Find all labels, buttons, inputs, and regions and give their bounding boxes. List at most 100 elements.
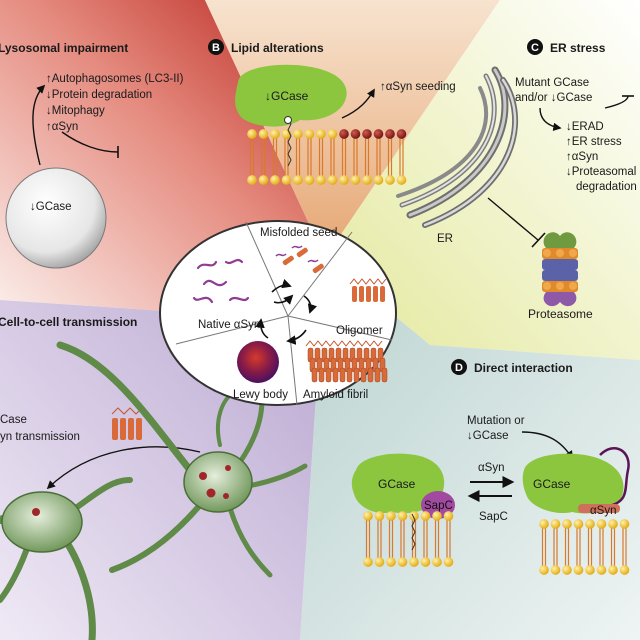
panel-lysosomal-impairment: Lysosomal impairment ↑Autophagosomes (LC… (0, 41, 184, 269)
lipid-head (270, 129, 280, 139)
lipid-head (281, 175, 292, 185)
segment-lewy-body: Lewy body (233, 389, 288, 401)
proteasome-complex (542, 232, 578, 307)
lipid-head (386, 557, 396, 567)
lipid-head (350, 175, 361, 185)
lipid-head (432, 511, 442, 521)
lipid-head (385, 129, 395, 139)
gcase-left-label: GCase (378, 477, 416, 491)
lipid-head (562, 519, 572, 529)
lipid-alterations-background (205, 0, 500, 258)
substrate-d-left (411, 513, 416, 551)
panel-a-line-2: ↓Protein degradation (46, 89, 152, 101)
lipid-head (327, 175, 338, 185)
neuron-donor (56, 341, 308, 578)
lipid-head (350, 129, 361, 139)
lipid-head (316, 129, 326, 139)
panel-cell-transmission: Cell-to-cell transmission Case yn transm… (0, 315, 308, 640)
segment-misfolded-seed: Misfolded seed (260, 227, 337, 239)
panel-er-stress: C ER stress ER Mutant GCase and/or ↓GCas… (396, 39, 637, 321)
panel-c-arrow (539, 107, 562, 132)
lipid-head (363, 511, 373, 521)
badge-c (527, 39, 543, 55)
lipid-head (304, 175, 315, 185)
lipid-head (396, 129, 407, 139)
panel-a-curved-arrow (32, 84, 46, 166)
lipid-head (397, 557, 408, 567)
lipid-head (562, 565, 572, 575)
lipid-head (432, 557, 442, 567)
panel-a-title: Lysosomal impairment (0, 41, 128, 55)
fibril-segment (318, 367, 325, 383)
amyloid-fibril (305, 340, 388, 383)
lipid-head (247, 175, 257, 185)
lipid-head (539, 565, 549, 575)
panel-c-effect-5: degradation (576, 181, 637, 193)
lipid-head (258, 175, 269, 185)
lipid-head (550, 519, 561, 529)
top-arrow-label: αSyn (478, 462, 504, 474)
lipid-head (396, 175, 407, 185)
lipid-head (327, 129, 338, 139)
gcase-enzyme-right (522, 453, 624, 514)
badge-d-letter: D (455, 362, 463, 374)
segment-dividers (175, 221, 393, 406)
lipid-head (293, 129, 303, 139)
lipid-head (619, 519, 630, 529)
panel-d-cause-1: Mutation or (467, 415, 525, 427)
panel-c-cause-2: and/or ↓GCase (515, 92, 592, 104)
lipid-head (420, 511, 431, 521)
panel-e-line-2: yn transmission (0, 431, 80, 443)
asyn-bound-helix (578, 504, 620, 513)
panel-a-line-3: ↓Mitophagy (46, 105, 105, 117)
lipid-head (539, 519, 549, 529)
lipid-head (443, 557, 454, 567)
lysosome-gcase-label: ↓GCase (30, 201, 72, 213)
segment-amyloid-fibril: Amyloid fibril (303, 389, 368, 401)
fibril-segment (360, 367, 367, 383)
panel-a-line-4: ↑αSyn (46, 121, 78, 133)
lipid-head (573, 519, 584, 529)
panel-direct-interaction: D Direct interaction Mutation or ↓GCase … (351, 359, 630, 575)
lipid-head (420, 557, 431, 567)
lipid-head (443, 511, 454, 521)
lipid-head (258, 129, 269, 139)
fibril-segment (339, 367, 346, 383)
lipid-head (385, 175, 395, 185)
lipid-head (362, 129, 372, 139)
panel-b-effect: ↑αSyn seeding (380, 81, 456, 93)
panel-d-title: Direct interaction (474, 361, 573, 375)
lipid-head (409, 511, 419, 521)
er-inhibition-line (487, 197, 539, 241)
segment-oligomer: Oligomer (336, 325, 383, 337)
lipid-head (339, 175, 349, 185)
proteasome-label: Proteasome (528, 307, 593, 321)
lipid-head (585, 565, 595, 575)
glucosylceramide-head (284, 116, 292, 124)
fibril-segment (332, 367, 339, 383)
lipid-head (316, 175, 326, 185)
transmission-arrow (46, 446, 201, 490)
asyn-chain-right (579, 447, 630, 512)
er-label: ER (437, 233, 453, 245)
gcase-enzyme-left (351, 453, 445, 514)
lipid-bilayer-b (247, 129, 407, 185)
gcase-enzyme-b (235, 64, 347, 127)
lipid-head (270, 175, 280, 185)
lipid-head (374, 511, 385, 521)
fibril-segment (353, 367, 360, 383)
panel-lipid-alterations: B Lipid alterations ↓GCase ↑αSyn seeding (208, 39, 456, 185)
gcase-b-label: ↓GCase (265, 89, 309, 103)
lipid-head (374, 557, 385, 567)
lysosome-organelle (5, 167, 107, 269)
fibril-segment (367, 367, 374, 383)
lipid-head (608, 519, 618, 529)
lipid-head (608, 565, 618, 575)
panel-c-feedback-line (604, 95, 629, 109)
panel-c-effect-2: ↑ER stress (566, 136, 622, 148)
glucosylceramide-substrate (287, 117, 292, 167)
panel-c-effect-1: ↓ERAD (566, 121, 604, 133)
sapc-label: SapC (424, 500, 453, 512)
panel-c-title: ER stress (550, 41, 606, 55)
badge-b (208, 39, 224, 55)
